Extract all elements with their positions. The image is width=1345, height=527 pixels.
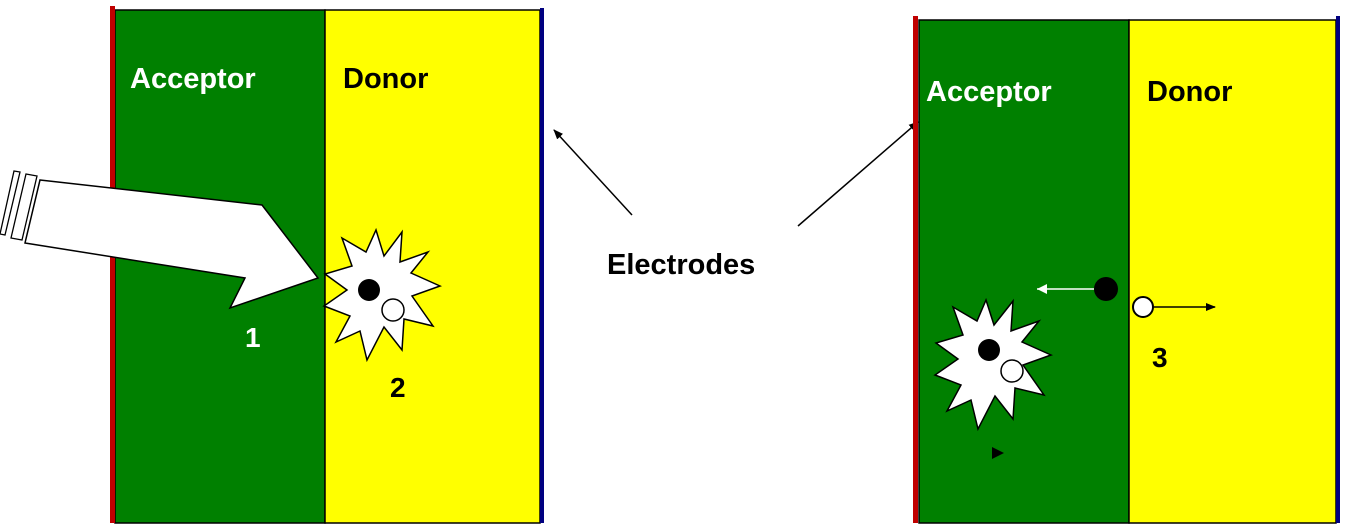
step-3-label: 3	[1152, 342, 1168, 373]
hole-icon	[1132, 296, 1154, 318]
electrodes-callout: Electrodes	[553, 121, 919, 281]
electron-icon	[978, 339, 1000, 361]
electron-icon	[358, 279, 380, 301]
exciton-burst-icon	[322, 227, 443, 363]
step-1-label: 1	[245, 322, 261, 353]
exciton-burst-icon	[933, 297, 1054, 432]
right-electrode-red	[913, 16, 918, 523]
left-electrode-blue	[540, 8, 544, 523]
separated-hole	[1132, 296, 1216, 318]
right-acceptor-label: Acceptor	[926, 76, 1052, 108]
right-donor-label: Donor	[1147, 76, 1232, 108]
left-electrode-red	[110, 6, 115, 523]
light-arrow-icon	[0, 170, 320, 310]
step-2-label: 2	[390, 372, 406, 403]
hole-icon	[1000, 359, 1024, 383]
left-donor-label: Donor	[343, 63, 428, 95]
left-acceptor-label: Acceptor	[130, 63, 256, 95]
hole-icon	[381, 298, 405, 322]
separated-electron	[1037, 277, 1118, 301]
right-acceptor-layer	[918, 19, 1130, 524]
small-triangle-marker	[992, 447, 1004, 459]
electrodes-pointer-left	[553, 129, 633, 216]
electrodes-pointer-right	[797, 121, 919, 227]
right-cell: Acceptor Donor 3	[913, 16, 1340, 524]
left-cell: Acceptor Donor 1 2	[0, 6, 544, 524]
electron-icon	[1094, 277, 1118, 301]
right-electrode-blue	[1336, 16, 1340, 523]
right-donor-layer	[1128, 19, 1337, 524]
electrodes-label: Electrodes	[607, 249, 755, 281]
